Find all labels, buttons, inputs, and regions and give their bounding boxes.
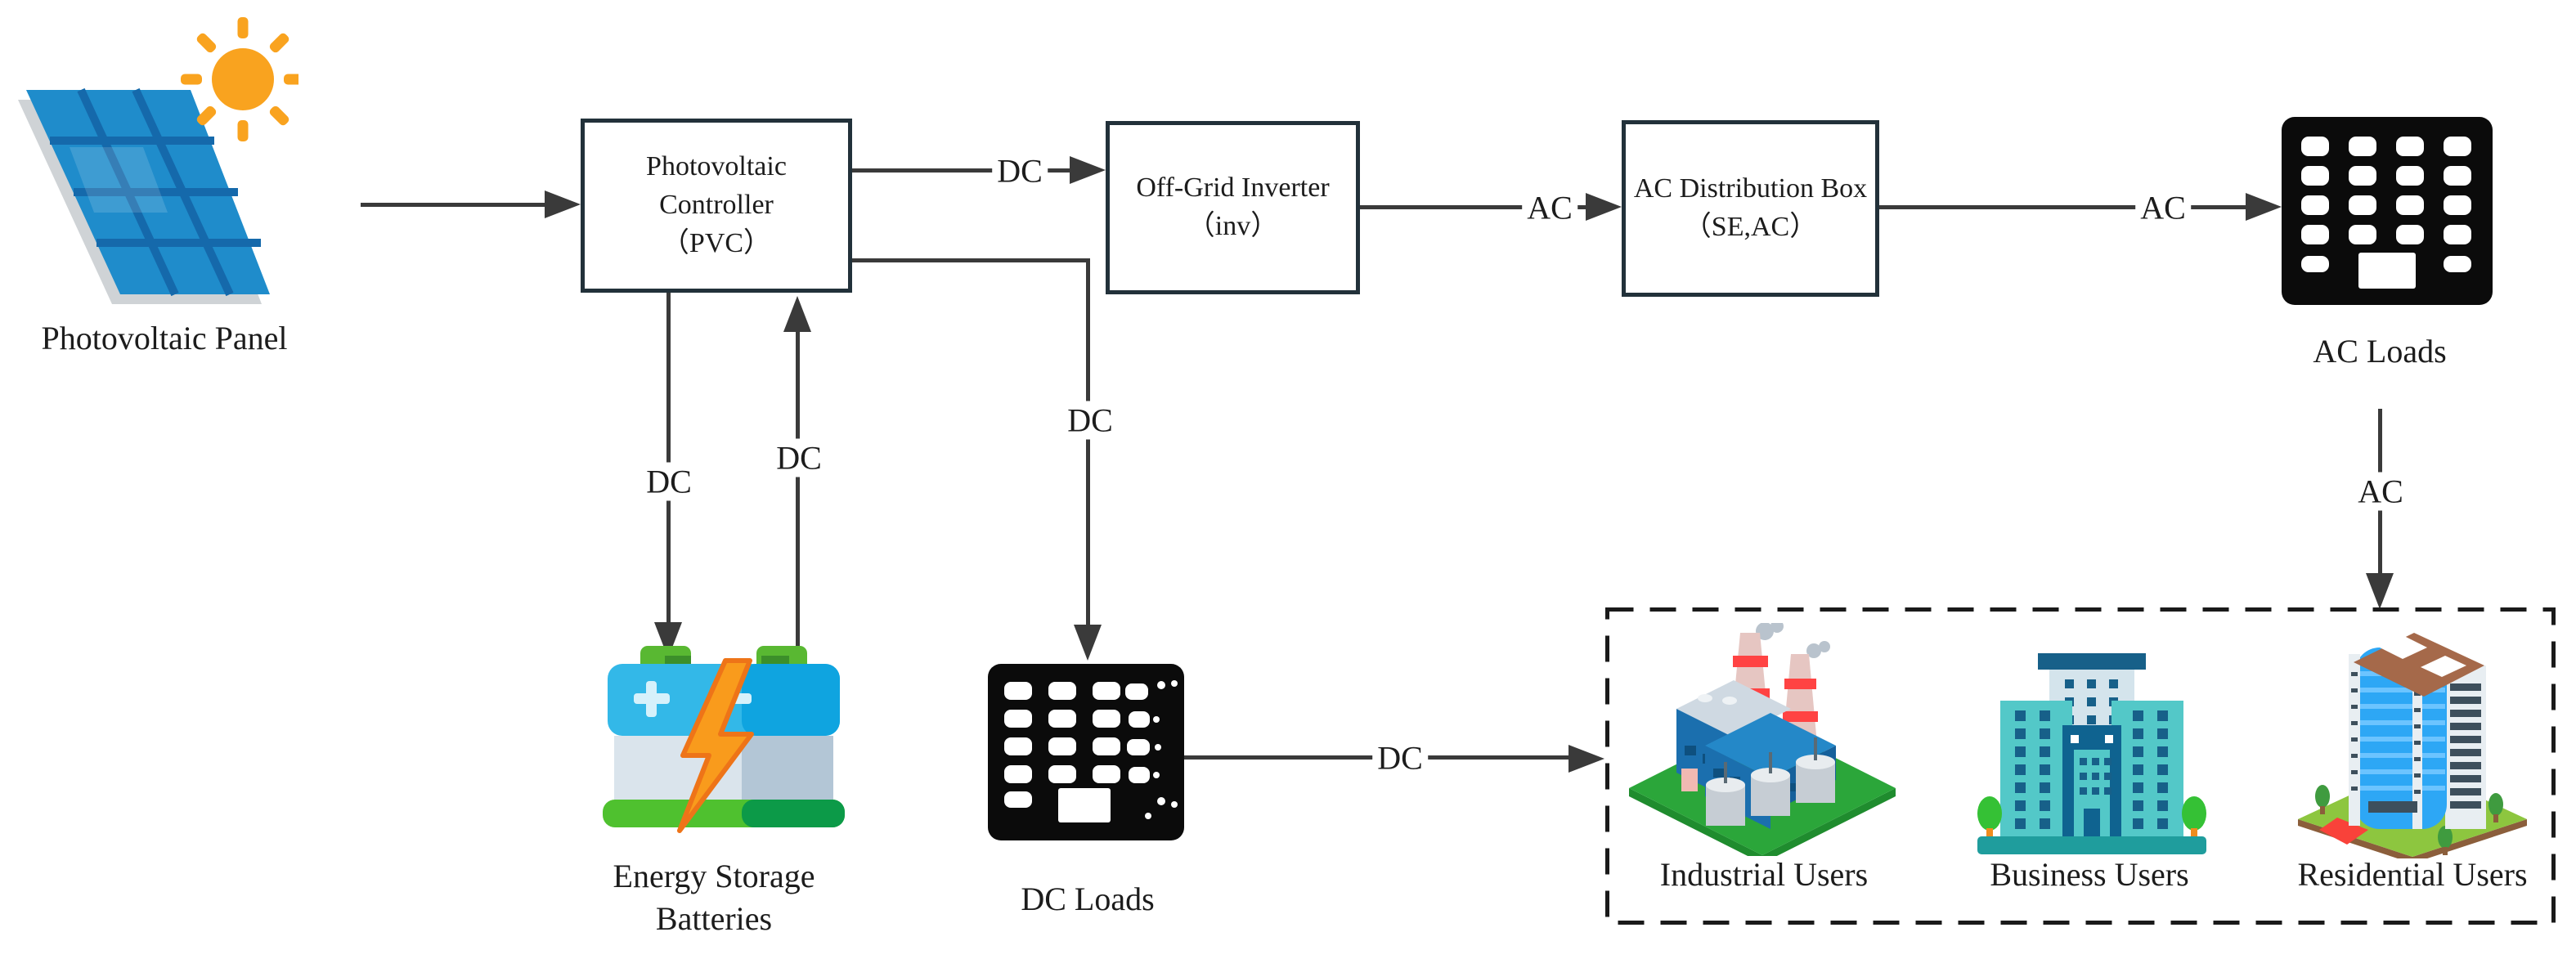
- ac-loads-label: AC Loads: [2313, 333, 2447, 370]
- industrial-users-label: Industrial Users: [1659, 856, 1869, 893]
- edge-inverter-to-acdb-arrowhead-icon: [1586, 193, 1622, 221]
- edge-acdb-to-acloads-line: [1879, 205, 2246, 209]
- pv-controller-line1: Photovoltaic: [646, 151, 787, 182]
- edge-battery-to-controller-label: DC: [771, 438, 827, 477]
- users-group-dashed-box: [1605, 607, 2556, 925]
- edge-battery-to-controller-line: [796, 330, 800, 666]
- edge-acloads-to-users-label: AC: [2353, 472, 2408, 511]
- edge-controller-to-inverter-arrowhead-icon: [1070, 156, 1106, 184]
- pv-controller-line2: Controller: [659, 190, 774, 221]
- pv-controller-line3: （PVC）: [661, 227, 772, 258]
- battery-label-line2: Batteries: [655, 900, 773, 937]
- inverter-line1: Off-Grid Inverter: [1136, 173, 1330, 204]
- business-users-icon: [1977, 653, 2206, 854]
- edge-dcloads-to-users-label: DC: [1372, 738, 1428, 778]
- ac-distribution-line1: AC Distribution Box: [1633, 173, 1868, 204]
- ac-loads-building-icon: [2282, 117, 2493, 305]
- edge-pv-to-controller-arrowhead-icon: [545, 190, 581, 218]
- edge-acdb-to-acloads-arrowhead-icon: [2246, 193, 2282, 221]
- dc-loads-building-icon: [988, 664, 1184, 840]
- business-users-label: Business Users: [1990, 856, 2189, 893]
- edge-controller-to-inverter-line: [852, 168, 1070, 173]
- edge-controller-to-dcloads-vline: [1086, 258, 1090, 625]
- ac-distribution-line2: （SE,AC）: [1683, 212, 1818, 242]
- edge-inverter-to-acdb-label: AC: [1522, 188, 1577, 227]
- dc-loads-label: DC Loads: [1021, 881, 1155, 917]
- edge-battery-to-controller-arrowhead-icon: [783, 296, 811, 332]
- edge-pv-to-controller-line: [361, 203, 546, 207]
- node-inverter: Off-Grid Inverter （inv）: [1106, 121, 1360, 294]
- edge-controller-to-dcloads-arrowhead-icon: [1074, 625, 1102, 661]
- residential-users-label: Residential Users: [2297, 856, 2528, 893]
- node-ac-distribution: AC Distribution Box （SE,AC）: [1622, 120, 1879, 297]
- edge-controller-to-inverter-label: DC: [992, 151, 1048, 190]
- edge-controller-to-battery-label: DC: [641, 462, 697, 501]
- residential-users-icon: [2298, 633, 2527, 858]
- sun-icon: [181, 17, 298, 141]
- lightning-bolt-icon: [677, 658, 754, 833]
- battery-label-line1: Energy Storage: [613, 858, 815, 894]
- photovoltaic-panel-icon: [18, 17, 298, 304]
- node-pv-controller: Photovoltaic Controller （PVC）: [581, 119, 852, 293]
- inverter-line2: （inv）: [1187, 211, 1279, 241]
- pv-panel-label: Photovoltaic Panel: [41, 320, 288, 356]
- edge-inverter-to-acdb-line: [1360, 205, 1586, 209]
- energy-storage-battery-icon: [603, 646, 845, 833]
- edge-dcloads-to-users-arrowhead-icon: [1568, 745, 1604, 773]
- edge-controller-to-dcloads-label: DC: [1062, 401, 1118, 440]
- edge-controller-to-battery-line: [666, 293, 671, 622]
- industrial-users-icon: [1629, 623, 1896, 856]
- edge-controller-to-dcloads-hline: [852, 258, 1090, 262]
- edge-acdb-to-acloads-label: AC: [2135, 188, 2191, 227]
- edge-acloads-to-users-arrowhead-icon: [2366, 573, 2394, 609]
